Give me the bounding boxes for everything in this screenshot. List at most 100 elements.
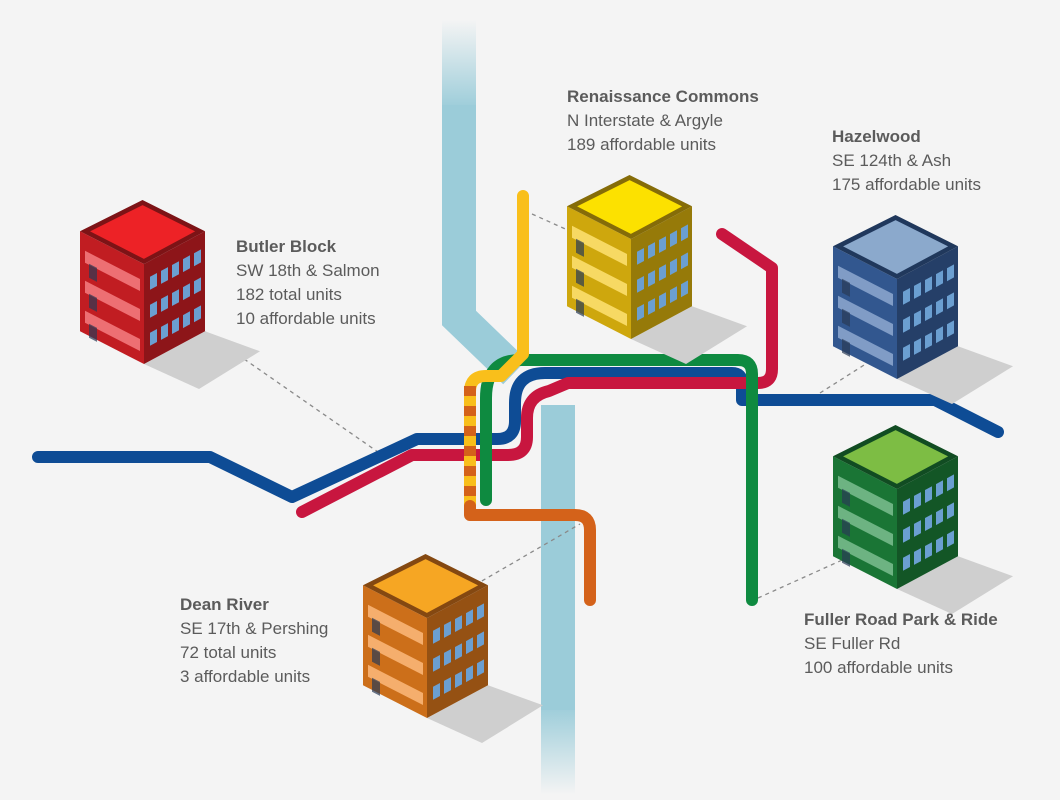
building-roof (90, 205, 196, 259)
building-window (637, 304, 644, 321)
building-window (903, 288, 910, 305)
building-window (947, 292, 954, 310)
building-window (925, 276, 932, 293)
building-units: 10 affordable units (236, 309, 376, 328)
building-window (161, 267, 168, 284)
building-window (670, 286, 677, 304)
building-units: 175 affordable units (832, 175, 982, 194)
building-window (947, 502, 954, 520)
building-window (372, 617, 380, 636)
building-window (576, 238, 584, 257)
river (442, 20, 575, 795)
building-name: Butler Block (236, 237, 337, 256)
building-window (194, 277, 201, 295)
building-roof (843, 430, 949, 484)
building-window (903, 526, 910, 543)
building-window (477, 603, 484, 621)
building-window (670, 258, 677, 276)
building-window (477, 631, 484, 649)
building-window (842, 518, 850, 537)
building-units: 182 total units (236, 285, 342, 304)
building-window (576, 298, 584, 317)
leader-hazelwood (819, 359, 873, 394)
building-window (648, 242, 655, 259)
building-window (842, 488, 850, 507)
building-window (670, 230, 677, 248)
building-renaissance-commons (567, 175, 747, 364)
building-window (194, 249, 201, 267)
building-balcony (368, 664, 423, 705)
building-window (172, 261, 179, 278)
building-window (172, 289, 179, 306)
label-fuller-road: Fuller Road Park & Ride SE Fuller Rd 100… (804, 608, 998, 680)
building-name: Hazelwood (832, 127, 921, 146)
building-balcony (368, 604, 423, 645)
building-window (183, 255, 190, 273)
building-balcony (572, 255, 627, 296)
building-window (659, 292, 666, 309)
building-window (444, 677, 451, 694)
building-balcony (838, 265, 893, 306)
building-window (433, 627, 440, 644)
building-window (659, 264, 666, 281)
building-window (914, 338, 921, 355)
building-window (433, 683, 440, 700)
building-shadow (631, 306, 747, 364)
building-window (925, 486, 932, 503)
building-window (903, 498, 910, 515)
leader-renaissance-commons (531, 213, 573, 233)
label-renaissance-commons: Renaissance Commons N Interstate & Argyl… (567, 85, 759, 157)
building-window (903, 344, 910, 361)
river-lower-fade (541, 705, 575, 795)
building-window (444, 649, 451, 666)
building-units: 72 total units (180, 643, 277, 662)
label-butler-block: Butler Block SW 18th & Salmon 182 total … (236, 235, 380, 331)
building-address: SE Fuller Rd (804, 634, 901, 653)
building-window (455, 671, 462, 688)
building-window (936, 508, 943, 526)
transit-lines (32, 190, 1004, 606)
building-roof (843, 220, 949, 274)
building-window (466, 637, 473, 655)
building-window (947, 320, 954, 338)
building-balcony (85, 280, 140, 321)
building-window (648, 298, 655, 315)
building-balcony (572, 285, 627, 326)
transit-line-red (296, 228, 778, 518)
building-fuller-road (833, 425, 1013, 614)
building-window (936, 270, 943, 288)
building-window (936, 326, 943, 344)
building-window (947, 264, 954, 282)
river-upper-fade (442, 20, 476, 110)
building-window (433, 655, 440, 672)
building-window (947, 474, 954, 492)
building-shadow (427, 685, 543, 743)
building-window (903, 316, 910, 333)
building-window (842, 308, 850, 327)
building-window (172, 317, 179, 334)
building-window (842, 338, 850, 357)
leader-butler-block (184, 317, 379, 453)
building-window (914, 492, 921, 509)
building-butler-block (80, 200, 260, 389)
building-window (659, 236, 666, 253)
leader-fuller-road (757, 551, 861, 599)
building-window (455, 615, 462, 632)
building-address: N Interstate & Argyle (567, 111, 723, 130)
building-window (925, 332, 932, 349)
building-name: Fuller Road Park & Ride (804, 610, 998, 629)
building-window (648, 270, 655, 287)
building-balcony (838, 475, 893, 516)
building-units: 189 affordable units (567, 135, 717, 154)
building-balcony (85, 250, 140, 291)
building-window (466, 609, 473, 627)
building-window (936, 536, 943, 554)
buildings (80, 175, 1013, 743)
building-balcony (368, 634, 423, 675)
building-roof (577, 180, 683, 234)
building-window (842, 548, 850, 567)
building-window (89, 293, 97, 312)
building-units: 100 affordable units (804, 658, 954, 677)
building-window (455, 643, 462, 660)
